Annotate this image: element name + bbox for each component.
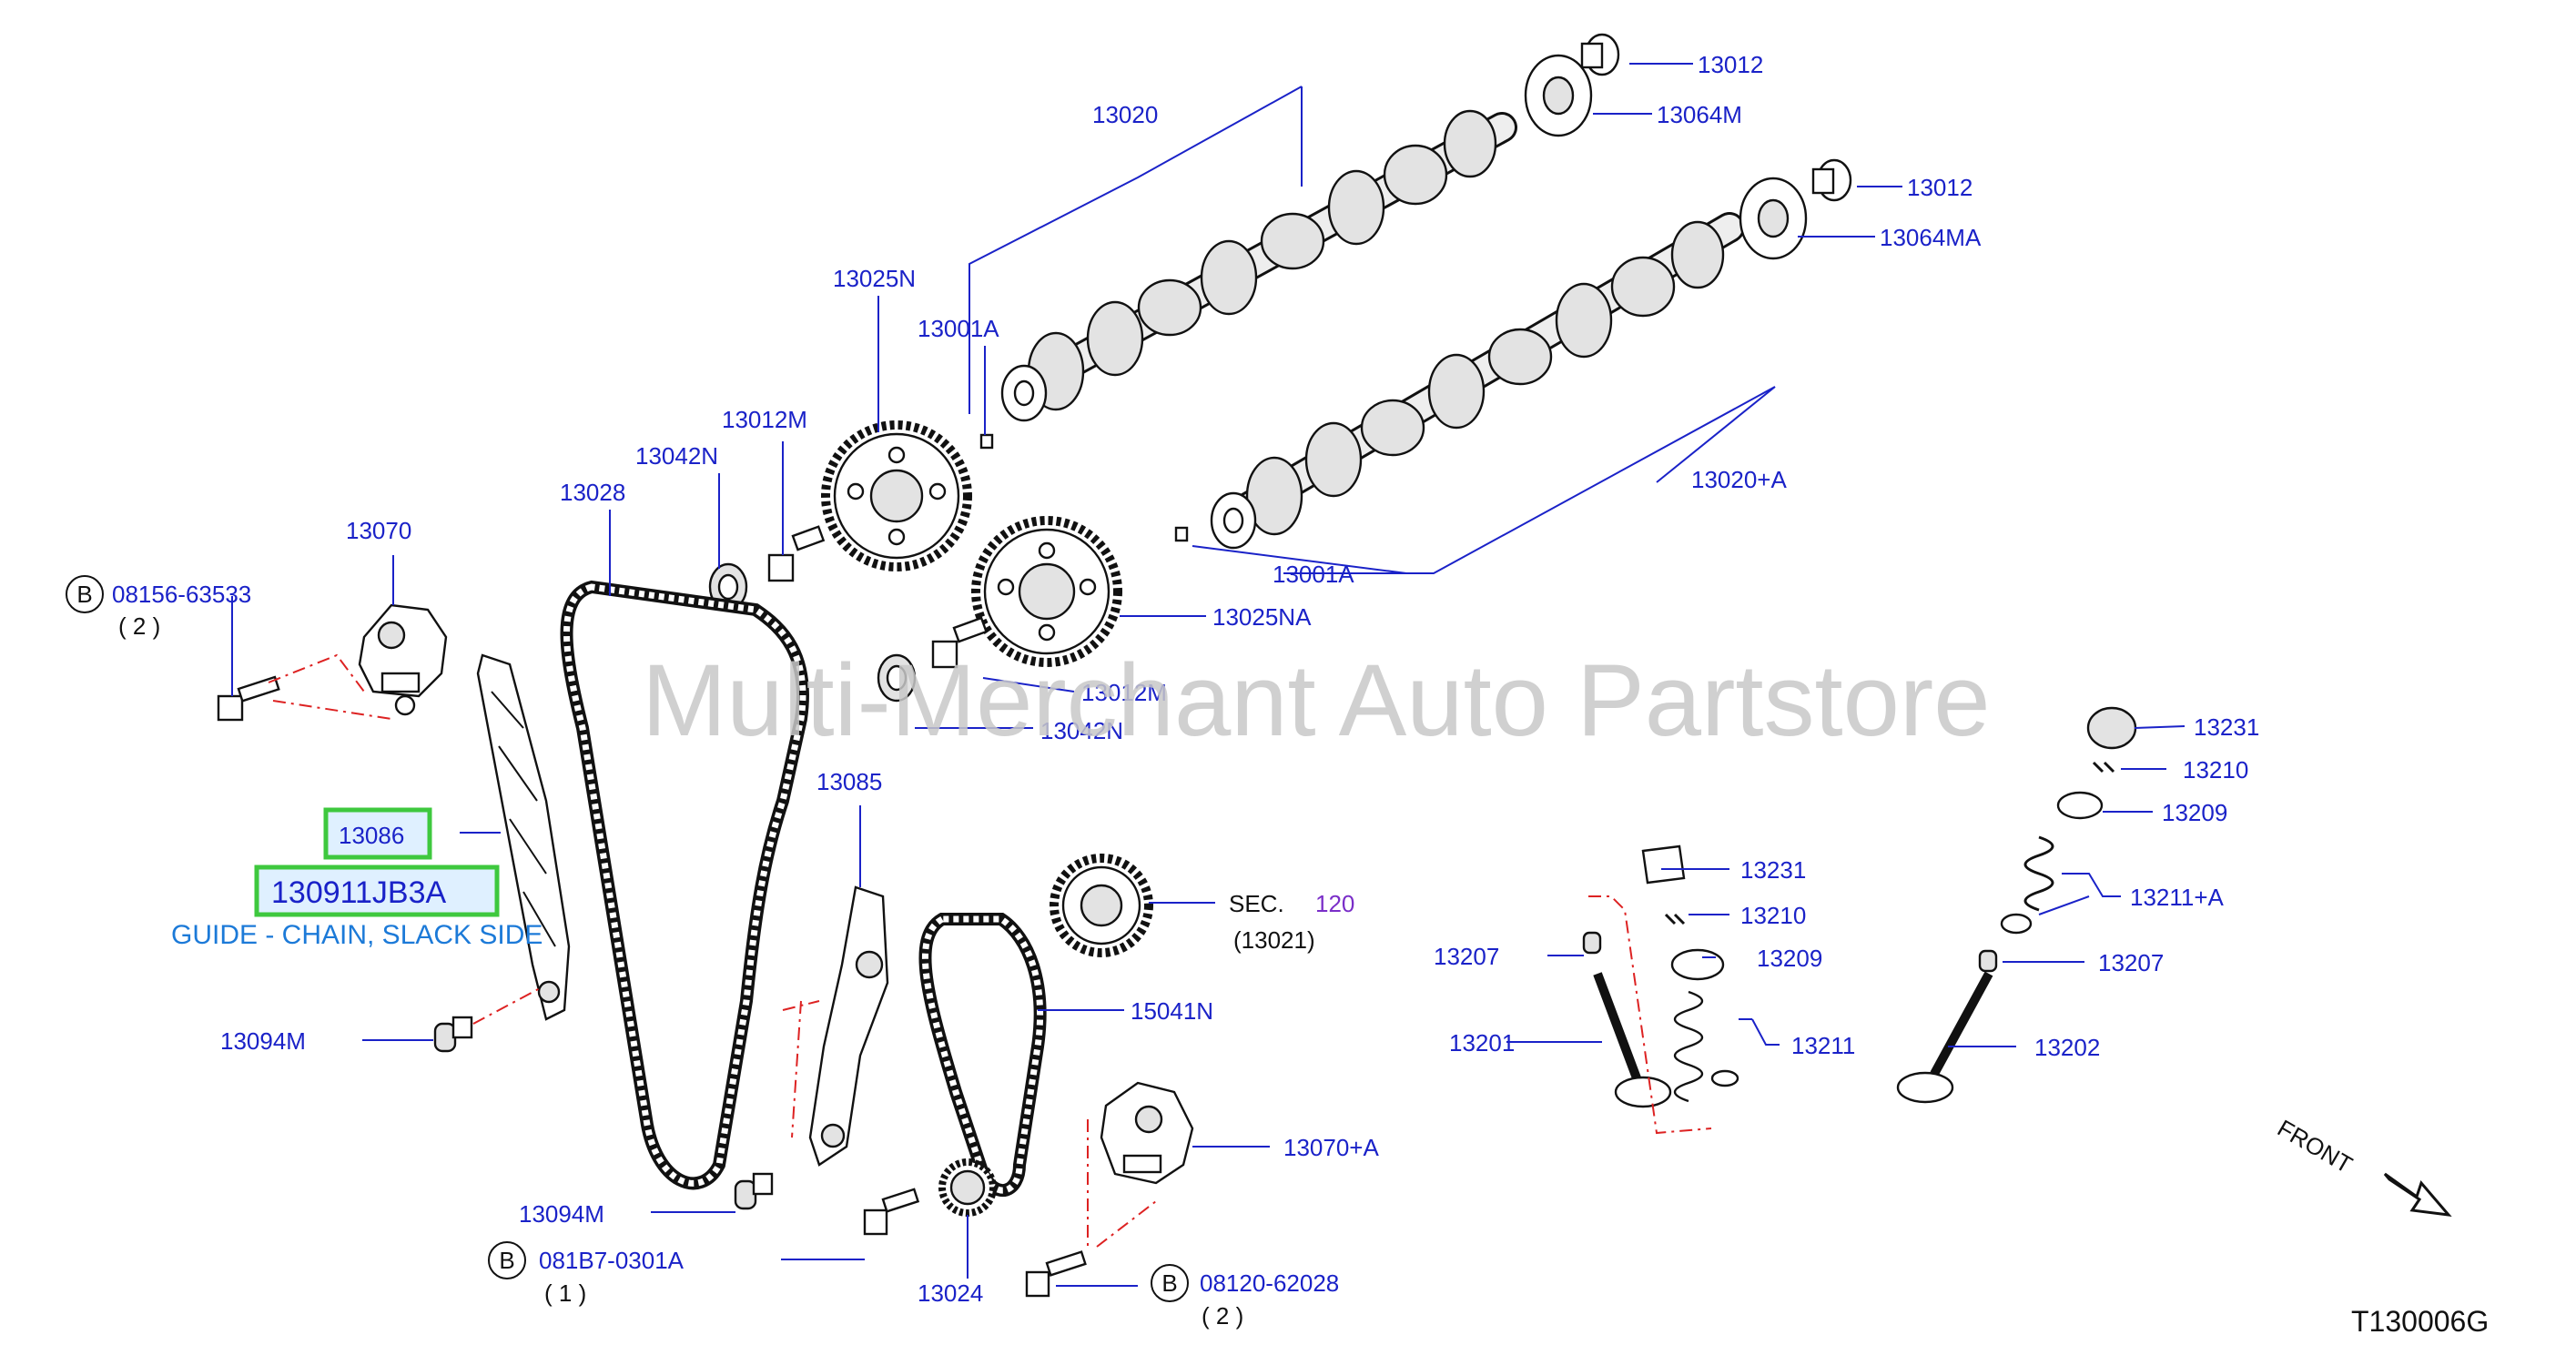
label-13070: 13070: [346, 517, 411, 544]
highlighted-part[interactable]: 13086 130911JB3A GUIDE - CHAIN, SLACK SI…: [171, 807, 543, 950]
bolt-081B7-0301A: [863, 1188, 920, 1236]
bolt-08156-63533: [217, 675, 280, 722]
label-13024: 13024: [918, 1279, 983, 1307]
bolt-badge-1: B: [76, 581, 92, 608]
label-13209-right: 13209: [2162, 799, 2227, 826]
bolt-13012M-bottom: [931, 616, 989, 669]
bolt-number-3: 08120-62028: [1200, 1269, 1339, 1297]
label-sec: SEC.: [1229, 890, 1284, 917]
label-13202: 13202: [2034, 1034, 2100, 1061]
label-13064MA: 13064MA: [1880, 224, 1982, 251]
label-sec-num: 120: [1315, 890, 1354, 917]
label-13070A: 13070+A: [1283, 1134, 1379, 1161]
leader-lines: [231, 63, 2186, 1287]
label-13012M-top: 13012M: [722, 406, 807, 433]
bolt-badge-icon: [1151, 1264, 1189, 1302]
label-13012-mid: 13012: [1907, 174, 1973, 201]
sprocket-13024: [938, 1158, 997, 1217]
label-13085: 13085: [816, 768, 882, 795]
label-13210-right: 13210: [2183, 756, 2248, 784]
label-13001A-top: 13001A: [918, 315, 999, 342]
watermark: Multi-Merchant Auto Partstore: [642, 643, 1990, 757]
tensioner-13070A: [1100, 1081, 1194, 1185]
bolt-qty-1: ( 2 ): [118, 612, 160, 640]
bolt-callout-3: B 08120-62028 ( 2 ): [1151, 1264, 1339, 1330]
highlight-description: GUIDE - CHAIN, SLACK SIDE: [171, 920, 543, 950]
dowel-pin-top: [979, 433, 994, 450]
label-13209-mid: 13209: [1757, 945, 1822, 972]
bolt-number-2: 081B7-0301A: [539, 1247, 685, 1274]
label-13207-right: 13207: [2098, 949, 2164, 976]
valve-train-exhaust: [1896, 706, 2137, 1104]
bolt-badge-icon: [488, 1241, 526, 1279]
bolt-callout-1: B 08156-63533 ( 2 ): [66, 575, 251, 640]
bolt-13012M-top: [767, 525, 826, 582]
bolt-callout-2: B 081B7-0301A ( 1 ): [488, 1241, 685, 1307]
label-13086: 13086: [339, 822, 404, 849]
front-indicator: FRONT: [2273, 1114, 2452, 1217]
bolt-badge-3: B: [1161, 1269, 1177, 1297]
label-13211A: 13211+A: [2130, 884, 2225, 911]
label-13064M: 13064M: [1657, 101, 1742, 128]
sprocket-sec-120: [1050, 854, 1153, 957]
part-labels: 13012 13064M 13020 13012 13064MA 13025N …: [220, 51, 2259, 1307]
diagram-code: T130006G: [2351, 1305, 2489, 1338]
label-13094M-left: 13094M: [220, 1027, 306, 1055]
label-13025N: 13025N: [833, 265, 916, 292]
bolt-13012-top: [1580, 33, 1620, 76]
seal-13042N-bottom: [877, 653, 917, 703]
bolt-08120-62028: [1025, 1250, 1087, 1298]
secondary-chain-15041N: [918, 913, 1047, 1198]
label-13020: 13020: [1092, 101, 1158, 128]
label-13028: 13028: [560, 479, 625, 506]
label-13012M-bottom: 13012M: [1081, 679, 1167, 706]
label-13042N-top: 13042N: [635, 442, 718, 470]
vvt-sprocket-13025N: [821, 420, 972, 571]
highlight-part-number: 130911JB3A: [271, 875, 447, 910]
camshaft-sprocket-13064M: [1524, 54, 1593, 137]
label-13210-mid: 13210: [1740, 902, 1806, 929]
label-13207-left: 13207: [1434, 943, 1499, 970]
chain-tensioner-13070: [358, 603, 448, 716]
dowel-pin-bottom: [1174, 526, 1189, 542]
label-13231-mid: 13231: [1740, 856, 1806, 884]
bolt-badge-2: B: [499, 1247, 514, 1274]
label-13012-top: 13012: [1698, 51, 1763, 78]
label-13001A-bottom: 13001A: [1273, 561, 1354, 588]
bolt-qty-2: ( 1 ): [544, 1279, 586, 1307]
bolt-qty-3: ( 2 ): [1202, 1302, 1243, 1330]
vvt-sprocket-13025NA: [971, 516, 1122, 667]
label-13025NA: 13025NA: [1212, 603, 1312, 631]
label-13020A: 13020+A: [1691, 466, 1787, 493]
label-13042N-bottom: 13042N: [1040, 717, 1123, 744]
label-13231-right: 13231: [2194, 713, 2259, 741]
camshaft-sprocket-13064MA: [1739, 177, 1808, 260]
guide-pin-13094M-bottom: [734, 1172, 774, 1210]
label-13211: 13211: [1791, 1032, 1855, 1059]
timing-chain-13028: [560, 580, 809, 1190]
bolt-badge-icon: [66, 575, 104, 613]
bolt-13012-mid: [1811, 158, 1852, 202]
chain-guide-slack-side: [476, 653, 571, 1021]
label-13094M-bottom: 13094M: [519, 1200, 604, 1228]
chain-guide-13085: [808, 885, 889, 1167]
guide-pin-13094M-left: [433, 1016, 473, 1053]
camshaft-exhaust: [1210, 212, 1745, 550]
label-15041N: 15041N: [1131, 997, 1213, 1025]
arrow-front-icon: [2383, 1172, 2452, 1217]
label-sec-ref: (13021): [1233, 926, 1315, 954]
bolt-number-1: 08156-63533: [112, 581, 251, 608]
camshaft-intake: [1000, 109, 1517, 422]
front-label: FRONT: [2273, 1114, 2358, 1178]
valve-train-intake: [1582, 844, 1739, 1108]
label-13201: 13201: [1449, 1029, 1515, 1057]
